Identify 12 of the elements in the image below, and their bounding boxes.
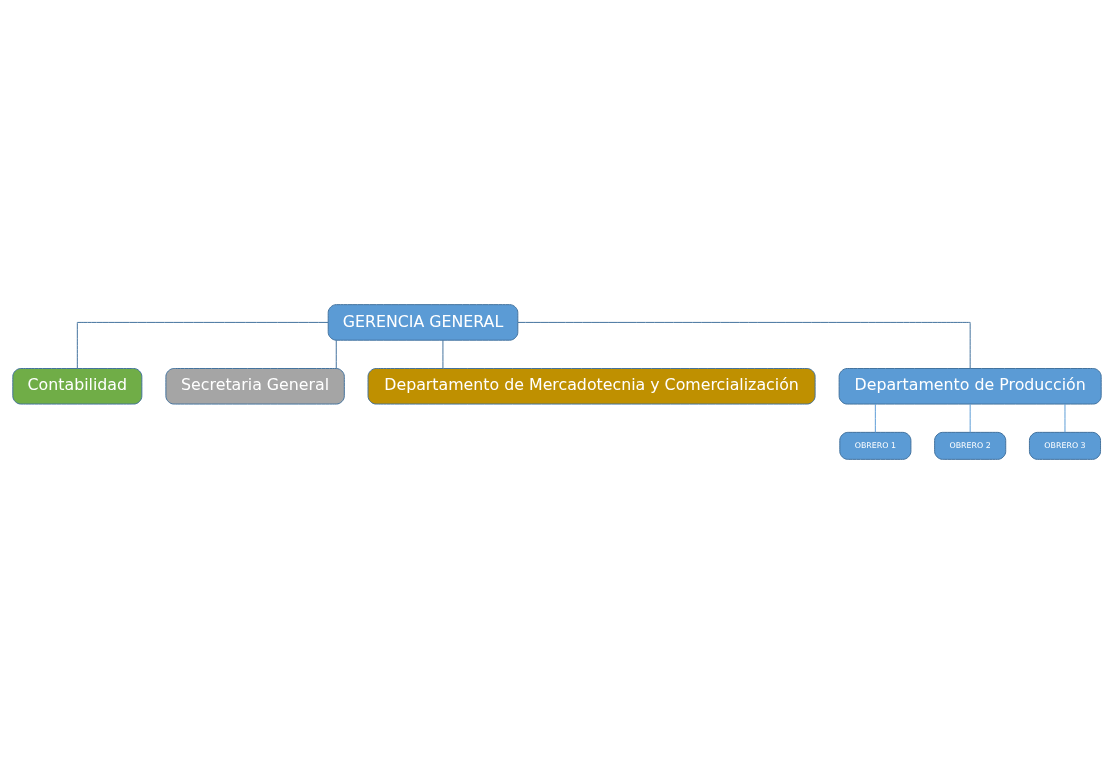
node-box: Departamento de Mercadotecnia y Comercialización: [367, 368, 816, 405]
connector: [517, 321, 971, 369]
connector: [335, 339, 337, 369]
connector: [76, 321, 329, 369]
node-box: Departamento de Producción: [838, 368, 1102, 405]
node-box: GERENCIA GENERAL: [327, 304, 519, 341]
connector: [442, 339, 444, 369]
connector: [1064, 403, 1066, 433]
node-box: Contabilidad: [12, 368, 143, 405]
connector: [969, 403, 971, 433]
connector: [874, 403, 876, 433]
node-box: Secretaria General: [165, 368, 345, 405]
